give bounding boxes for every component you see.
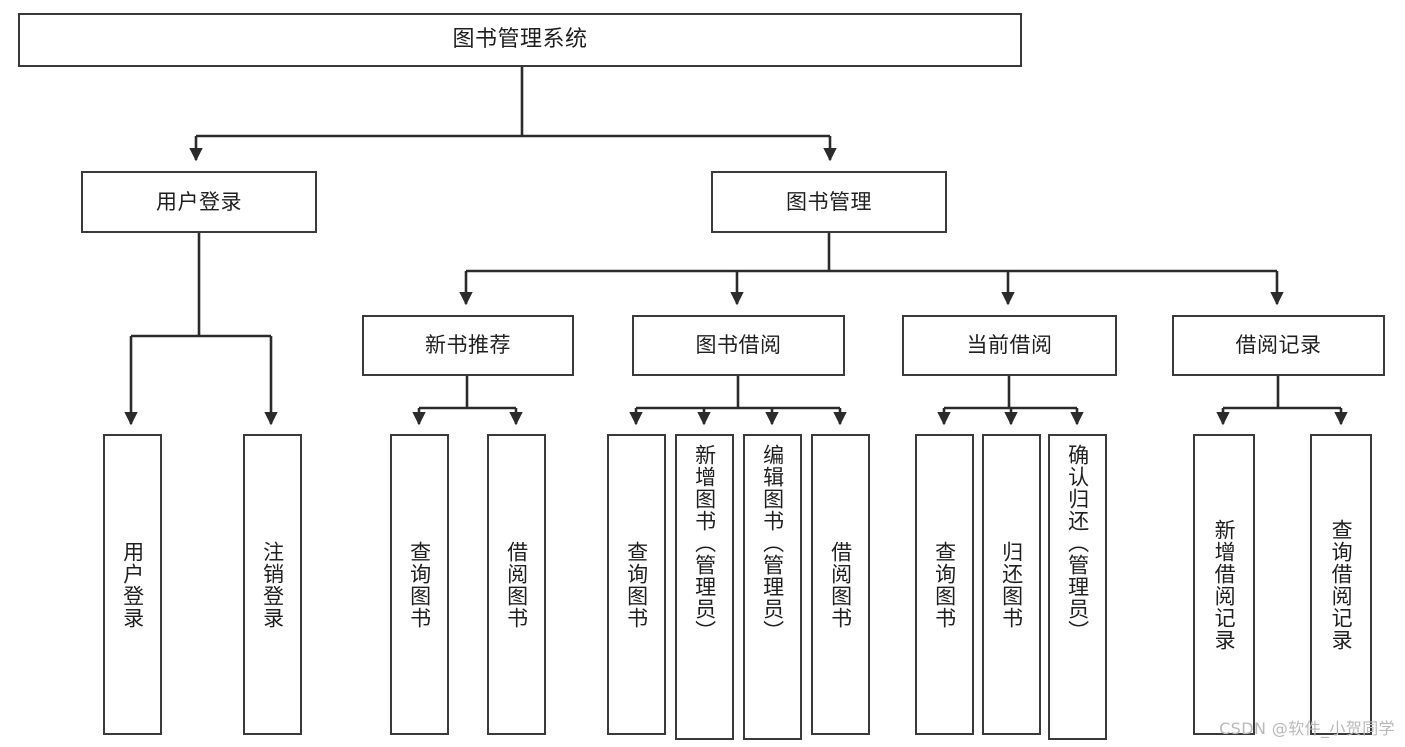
node-book-management[interactable]: 图书管理 bbox=[711, 171, 947, 233]
node-label: 查询图书 bbox=[407, 540, 432, 629]
leaf-record-add-record[interactable]: 新增借阅记录 bbox=[1193, 434, 1255, 735]
node-label: 新书推荐 bbox=[425, 333, 511, 358]
node-label: 借阅记录 bbox=[1235, 333, 1322, 358]
node-user-login[interactable]: 用户登录 bbox=[81, 171, 317, 233]
leaf-recommend-query-book[interactable]: 查询图书 bbox=[390, 434, 449, 735]
watermark-text: CSDN @软件_小贺同学 bbox=[1219, 719, 1395, 738]
leaf-borrow-query-book[interactable]: 查询图书 bbox=[607, 434, 666, 735]
leaf-borrow-edit-book-admin[interactable]: 编辑图书（管理员） bbox=[743, 434, 802, 740]
node-label: 用户登录 bbox=[120, 540, 145, 629]
leaf-recommend-borrow-book[interactable]: 借阅图书 bbox=[487, 434, 546, 735]
node-label: 图书管理 bbox=[786, 189, 872, 214]
node-label: 查询图书 bbox=[624, 540, 649, 629]
node-label: 新增图书（管理员） bbox=[692, 444, 717, 642]
node-label: 查询借阅记录 bbox=[1329, 518, 1354, 651]
node-label: 查询图书 bbox=[932, 540, 957, 629]
leaf-record-query-record[interactable]: 查询借阅记录 bbox=[1310, 434, 1372, 735]
node-label: 图书管理系统 bbox=[452, 27, 588, 53]
node-borrow-record[interactable]: 借阅记录 bbox=[1172, 315, 1385, 376]
node-label: 新增借阅记录 bbox=[1212, 518, 1237, 651]
node-label: 借阅图书 bbox=[828, 540, 853, 629]
node-book-borrow[interactable]: 图书借阅 bbox=[632, 315, 845, 376]
node-label: 图书借阅 bbox=[695, 333, 782, 358]
leaf-borrow-add-book-admin[interactable]: 新增图书（管理员） bbox=[675, 434, 734, 740]
node-current-borrow[interactable]: 当前借阅 bbox=[902, 315, 1117, 376]
leaf-current-return-book[interactable]: 归还图书 bbox=[982, 434, 1041, 735]
leaf-user-login-logout[interactable]: 注销登录 bbox=[243, 434, 302, 735]
leaf-current-confirm-return-admin[interactable]: 确认归还（管理员） bbox=[1048, 434, 1107, 740]
node-label: 用户登录 bbox=[156, 189, 242, 214]
node-label: 编辑图书（管理员） bbox=[760, 444, 785, 642]
node-new-book-recommend[interactable]: 新书推荐 bbox=[362, 315, 574, 376]
leaf-borrow-borrow-book[interactable]: 借阅图书 bbox=[811, 434, 870, 735]
leaf-user-login-login[interactable]: 用户登录 bbox=[103, 434, 162, 735]
node-label: 确认归还（管理员） bbox=[1065, 444, 1090, 642]
node-label: 注销登录 bbox=[260, 540, 285, 629]
node-label: 借阅图书 bbox=[504, 540, 529, 629]
node-root-system[interactable]: 图书管理系统 bbox=[18, 13, 1022, 67]
node-label: 当前借阅 bbox=[966, 333, 1053, 358]
leaf-current-query-book[interactable]: 查询图书 bbox=[915, 434, 974, 735]
node-label: 归还图书 bbox=[999, 540, 1024, 629]
